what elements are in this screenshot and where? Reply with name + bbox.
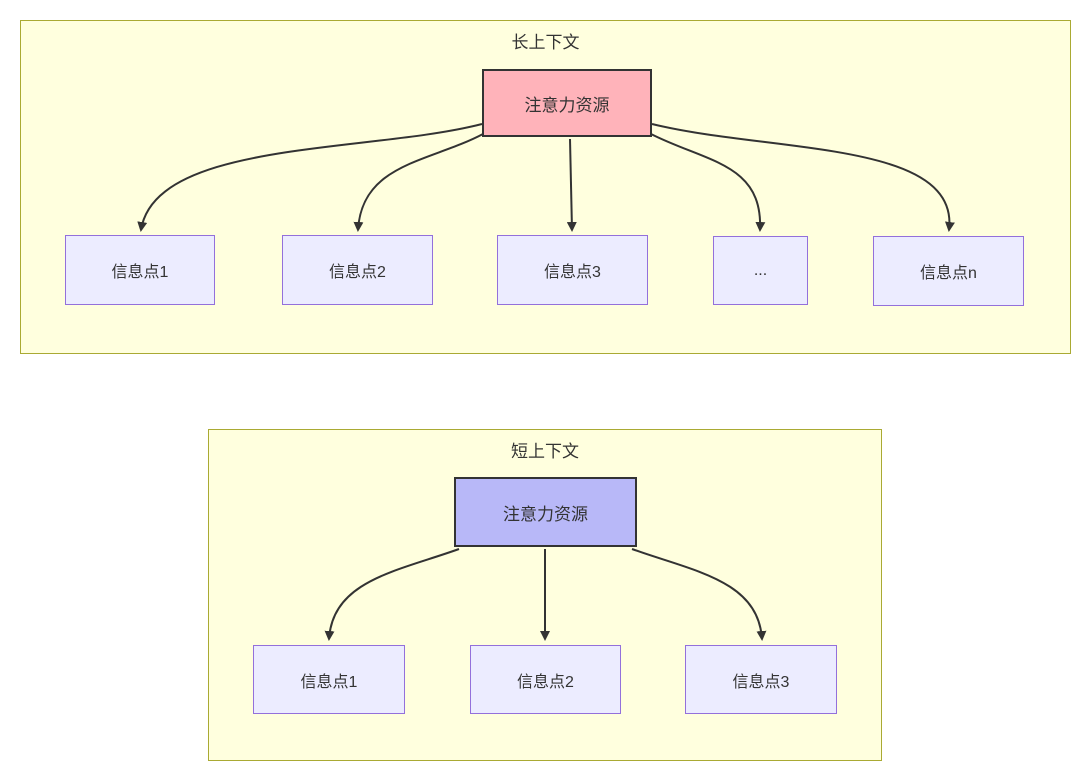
short-attention-node: 注意力资源 — [454, 477, 637, 547]
short-context-title: 短上下文 — [511, 442, 579, 461]
long-info-node-2: 信息点2 — [282, 235, 433, 305]
long-info-node-3: 信息点3 — [497, 235, 648, 305]
long-info-node-ellipsis: ... — [713, 236, 808, 305]
short-info-node-1: 信息点1 — [253, 645, 405, 714]
long-info-node-1: 信息点1 — [65, 235, 215, 305]
long-context-title: 长上下文 — [511, 33, 580, 52]
long-attention-node: 注意力资源 — [482, 69, 652, 137]
short-info-node-2: 信息点2 — [470, 645, 621, 714]
short-info-node-3: 信息点3 — [685, 645, 837, 714]
long-info-node-n: 信息点n — [873, 236, 1024, 306]
